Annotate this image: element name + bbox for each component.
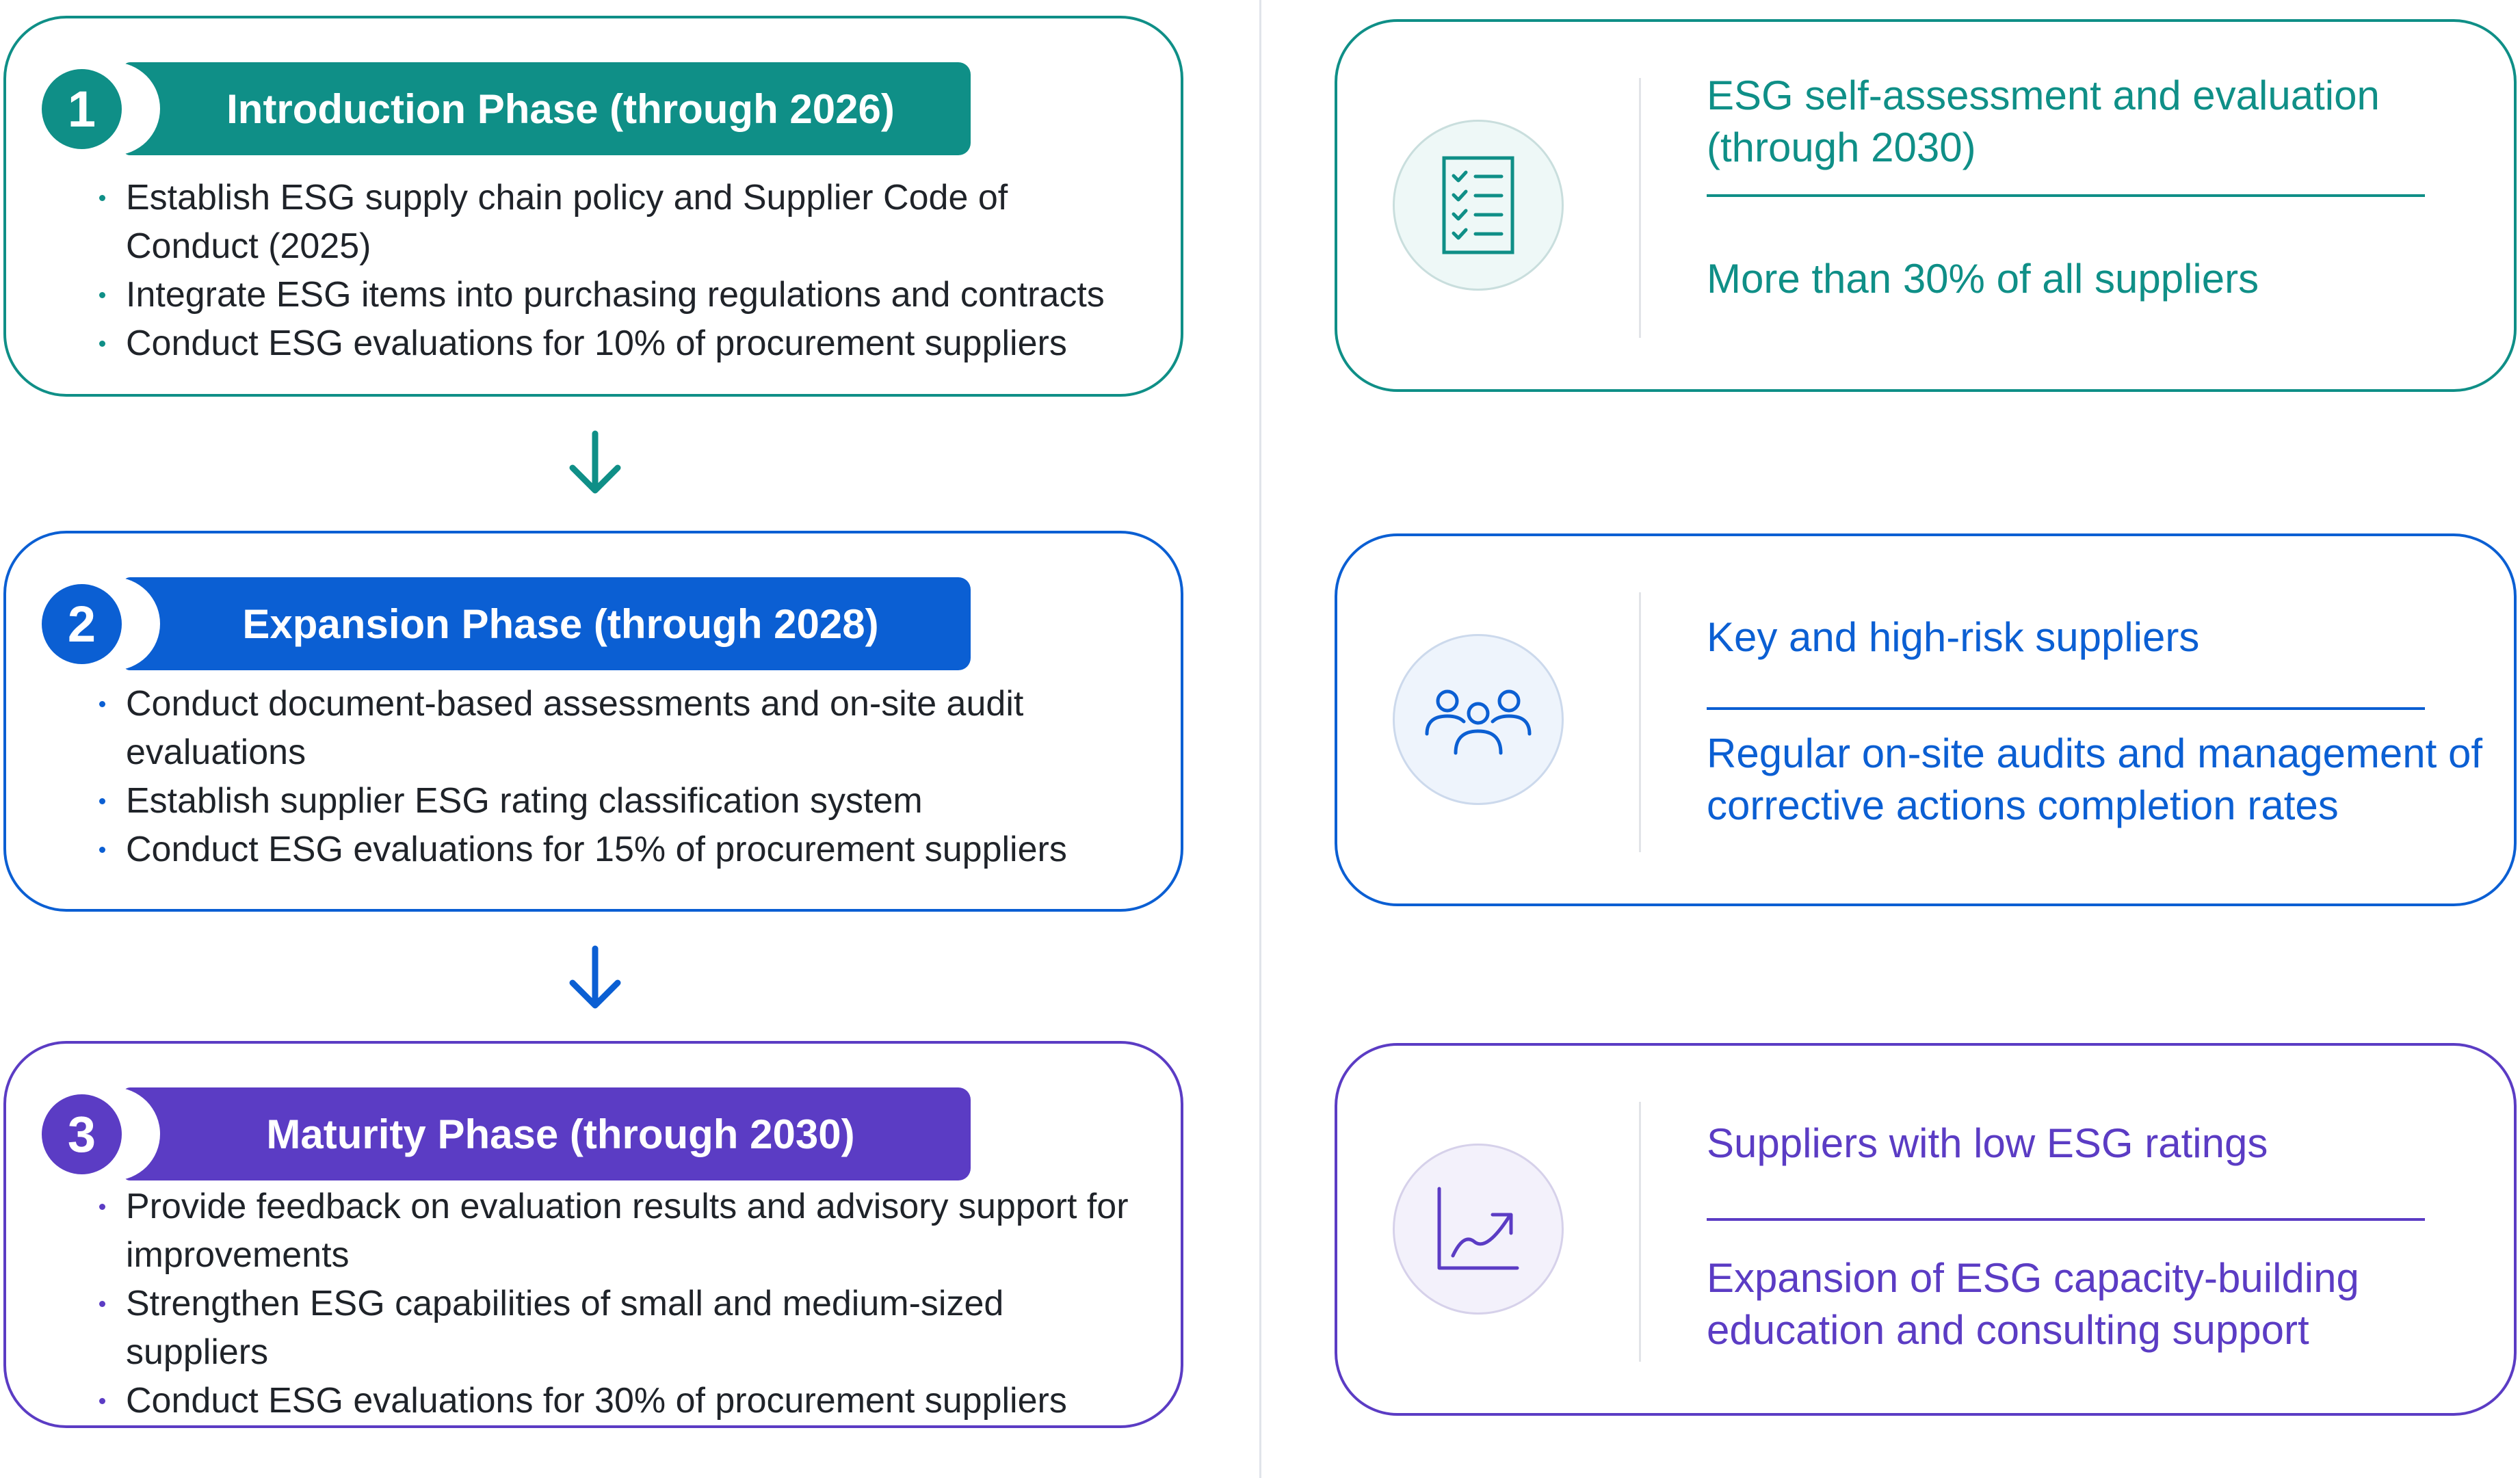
list-item: Provide feedback on evaluation results a… xyxy=(95,1183,1179,1280)
phase-title: Introduction Phase (through 2026) xyxy=(226,85,895,132)
list-item: Conduct ESG evaluations for 30% of procu… xyxy=(95,1377,1193,1425)
list-item: Conduct document-based assessments and o… xyxy=(95,680,1097,777)
phase-title: Maturity Phase (through 2030) xyxy=(266,1111,855,1157)
people-group-icon xyxy=(1393,634,1564,805)
goal-card-high-risk: Key and high-risk suppliers Regular on-s… xyxy=(1335,533,2517,906)
goal-card-self-assessment: ESG self-assessment and evaluation (thro… xyxy=(1335,19,2517,392)
list-item: Establish ESG supply chain policy and Su… xyxy=(95,174,1097,271)
list-item: Conduct ESG evaluations for 10% of procu… xyxy=(95,319,1193,368)
goal-underline xyxy=(1707,1218,2425,1221)
phase-card-expansion: 2 Expansion Phase (through 2028) Conduct… xyxy=(3,531,1183,912)
goal-title: ESG self-assessment and evaluation (thro… xyxy=(1707,72,2380,170)
goal-separator xyxy=(1639,78,1641,338)
goal-card-low-rating: Suppliers with low ESG ratings Expansion… xyxy=(1335,1043,2517,1416)
goal-underline xyxy=(1707,707,2425,710)
checklist-icon xyxy=(1393,120,1564,291)
goal-separator xyxy=(1639,1102,1641,1362)
phase-bullet-list: Provide feedback on evaluation results a… xyxy=(95,1183,1193,1425)
phase-title-banner: Expansion Phase (through 2028) xyxy=(94,577,971,670)
list-item: Strengthen ESG capabilities of small and… xyxy=(95,1280,1097,1377)
phase-bullet-list: Establish ESG supply chain policy and Su… xyxy=(95,174,1193,368)
phase-bullet-list: Conduct document-based assessments and o… xyxy=(95,680,1193,874)
goal-description: More than 30% of all suppliers xyxy=(1707,256,2259,302)
goal-description: Regular on-site audits and management of… xyxy=(1707,730,2483,828)
goal-separator xyxy=(1639,592,1641,852)
phase-title-banner: Maturity Phase (through 2030) xyxy=(94,1087,971,1180)
phase-title: Expansion Phase (through 2028) xyxy=(242,601,879,647)
phase-card-maturity: 3 Maturity Phase (through 2030) Provide … xyxy=(3,1041,1183,1428)
growth-chart-icon xyxy=(1393,1144,1564,1315)
list-item: Conduct ESG evaluations for 15% of procu… xyxy=(95,826,1193,874)
goal-underline xyxy=(1707,194,2425,197)
arrow-down-icon xyxy=(569,430,621,494)
list-item: Integrate ESG items into purchasing regu… xyxy=(95,271,1193,319)
column-divider xyxy=(1259,0,1261,1478)
phase-number-badge: 3 xyxy=(42,1094,122,1174)
goal-title: Suppliers with low ESG ratings xyxy=(1707,1120,2268,1166)
goal-description: Expansion of ESG capacity-building educa… xyxy=(1707,1255,2359,1353)
goal-title: Key and high-risk suppliers xyxy=(1707,614,2200,660)
phase-number-badge: 1 xyxy=(42,69,122,149)
phase-card-introduction: 1 Introduction Phase (through 2026) Esta… xyxy=(3,16,1183,397)
arrow-down-icon xyxy=(569,945,621,1009)
phase-title-banner: Introduction Phase (through 2026) xyxy=(94,62,971,155)
phase-number-badge: 2 xyxy=(42,584,122,664)
list-item: Establish supplier ESG rating classifica… xyxy=(95,777,1193,826)
